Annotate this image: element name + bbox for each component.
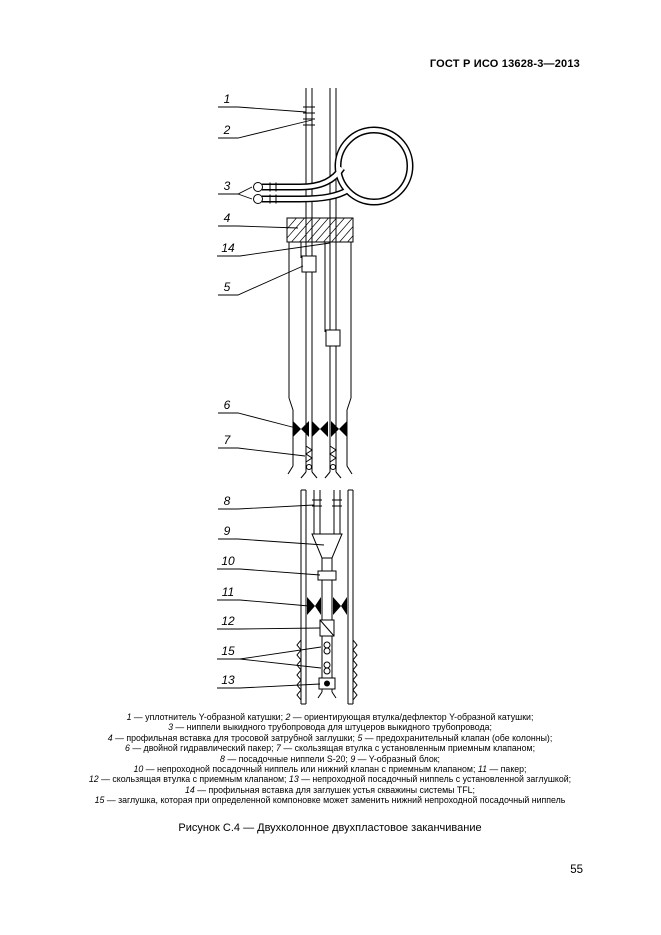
flowline-loop-pipe — [253, 126, 414, 206]
callout-5: 5 — [224, 280, 231, 294]
legend-line: 12 — скользящая втулка с приемным клапан… — [88, 774, 572, 785]
lower-dual-strings — [312, 490, 342, 534]
perforated-section-right — [352, 639, 358, 701]
legend-line: 15 — заглушка, которая при определенной … — [94, 795, 566, 806]
figure-legend: 1 — уплотнитель Y-образной катушки; 2 — … — [60, 712, 600, 806]
upper-casing — [287, 242, 353, 475]
leader-lines — [217, 106, 331, 689]
legend-line: 3 — ниппели выкидного трубопровода для ш… — [168, 722, 492, 733]
no-go-nipple — [317, 570, 337, 581]
flowline-nipples — [253, 182, 277, 204]
callout-11: 11 — [222, 585, 234, 599]
safety-valves — [300, 242, 341, 347]
callout-14: 14 — [221, 241, 235, 255]
callout-2: 2 — [223, 123, 231, 137]
figure-caption: Рисунок С.4 — Двухколонное двухпластовое… — [178, 822, 482, 834]
legend-line: 4 — профильная вставка для тросовой затр… — [107, 732, 553, 743]
legend-line: 10 — непроходной посадочный ниппель или … — [133, 764, 527, 775]
page-number: 55 — [570, 864, 583, 876]
upper-tubing-strings — [303, 88, 337, 472]
dual-hydraulic-packer — [293, 421, 347, 437]
callout-7: 7 — [224, 433, 232, 447]
legend-line: 14 — профильная вставка для заглушек уст… — [185, 784, 475, 795]
legend-line: 8 — посадочные ниппели S-20; 9 — Y-образ… — [219, 753, 440, 764]
callout-12: 12 — [221, 614, 235, 628]
lower-casing — [296, 489, 358, 705]
callout-15: 15 — [221, 644, 235, 658]
wellhead-block — [286, 217, 354, 243]
callout-13: 13 — [221, 673, 235, 687]
plugged-nipple — [318, 677, 336, 690]
upper-sliding-sleeves — [300, 445, 342, 479]
perforated-section-left — [296, 639, 302, 701]
plugs — [323, 641, 331, 675]
callout-1: 1 — [224, 92, 231, 106]
callout-6: 6 — [224, 398, 231, 412]
lower-sliding-sleeve — [319, 619, 335, 637]
callout-8: 8 — [224, 494, 231, 508]
callout-9: 9 — [224, 524, 231, 538]
legend-line: 1 — уплотнитель Y-образной катушки; 2 — … — [126, 712, 534, 722]
callout-numbers: 1 2 3 4 14 5 6 7 8 9 10 11 12 15 13 — [221, 92, 235, 687]
lower-packer — [307, 597, 347, 615]
callout-10: 10 — [221, 554, 235, 568]
y-block — [311, 533, 343, 559]
callout-3: 3 — [224, 179, 231, 193]
legend-line: 6 — двойной гидравлический пакер; 7 — ск… — [124, 743, 536, 754]
standard-header: ГОСТ Р ИСО 13628-3—2013 — [429, 58, 580, 70]
callout-4: 4 — [224, 211, 231, 225]
